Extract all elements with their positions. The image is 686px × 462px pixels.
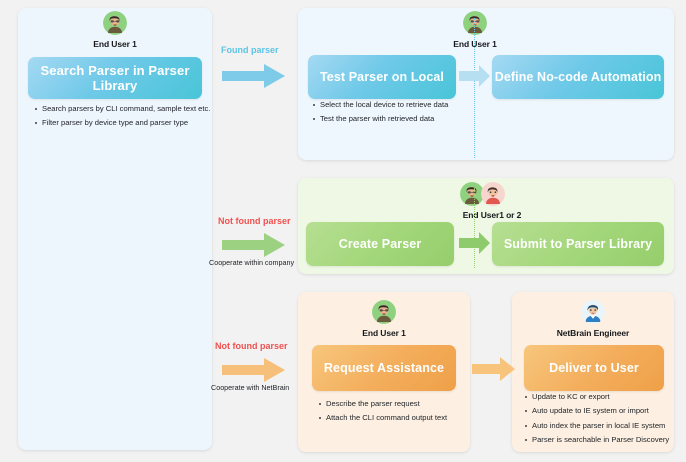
flow-sublabel-cooperate-within-company: Cooperate within company	[209, 258, 295, 267]
arrow-not-found-company	[222, 233, 285, 257]
flow-label-found-parser: Found parser	[221, 45, 279, 55]
arrow-request-to-deliver	[472, 357, 515, 381]
lane-divider-create	[474, 188, 475, 268]
list-item: Describe the parser request	[318, 399, 447, 410]
list-item: Auto update to IE system or import	[524, 406, 669, 417]
arrow-create-to-submit	[459, 232, 490, 254]
arrow-not-found-netbrain	[222, 358, 285, 382]
list-item: Update to KC or export	[524, 392, 669, 403]
lane-divider-found	[474, 18, 475, 158]
step-test-parser-on-local[interactable]: Test Parser on Local	[308, 55, 456, 99]
list-item: Test the parser with retrieved data	[312, 114, 448, 125]
list-item: Parser is searchable in Parser Discovery	[524, 435, 669, 446]
avatar-end-user-1	[463, 11, 487, 35]
step-create-parser[interactable]: Create Parser	[306, 222, 454, 266]
flow-label-not-found-netbrain: Not found parser	[215, 341, 288, 351]
step-request-assistance[interactable]: Request Assistance	[312, 345, 456, 391]
list-item: Filter parser by device type and parser …	[34, 118, 210, 129]
person-label-request-assistance: End User 1	[362, 328, 406, 338]
bullet-list-search: Search parsers by CLI command, sample te…	[34, 104, 210, 133]
bullet-list-request-assistance: Describe the parser request Attach the C…	[318, 399, 447, 428]
arrow-found-parser	[222, 64, 285, 88]
person-label-search: End User 1	[93, 39, 137, 49]
bullet-list-deliver-to-user: Update to KC or export Auto update to IE…	[524, 392, 669, 449]
step-search-parser[interactable]: Search Parser in Parser Library	[28, 57, 202, 99]
avatar-netbrain-engineer	[581, 300, 605, 324]
avatar-end-user-2	[481, 182, 505, 206]
list-item: Search parsers by CLI command, sample te…	[34, 104, 210, 115]
arrow-test-to-define	[459, 65, 490, 87]
person-label-netbrain-engineer: NetBrain Engineer	[556, 328, 630, 338]
step-deliver-to-user[interactable]: Deliver to User	[524, 345, 664, 391]
step-submit-to-parser-library[interactable]: Submit to Parser Library	[492, 222, 664, 266]
avatar-end-user-1	[372, 300, 396, 324]
flow-label-not-found-company: Not found parser	[218, 216, 291, 226]
list-item: Attach the CLI command output text	[318, 413, 447, 424]
avatar-end-user-1	[103, 11, 127, 35]
list-item: Auto index the parser in local IE system	[524, 421, 669, 432]
person-label-create-parser: End User1 or 2	[462, 210, 522, 220]
bullet-list-found-parser: Select the local device to retrieve data…	[312, 100, 448, 129]
person-label-found-parser: End User 1	[453, 39, 497, 49]
list-item: Select the local device to retrieve data	[312, 100, 448, 111]
flow-sublabel-cooperate-with-netbrain: Cooperate with NetBrain	[211, 383, 290, 392]
step-define-no-code-automation[interactable]: Define No-code Automation	[492, 55, 664, 99]
